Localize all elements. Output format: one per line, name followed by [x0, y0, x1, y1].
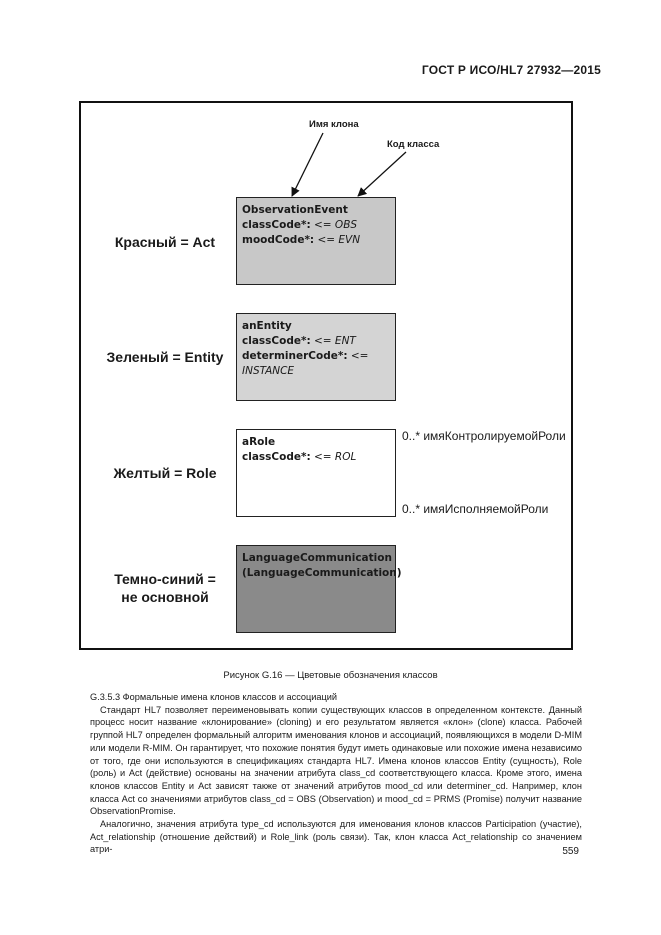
class-box-role: aRole classCode*: <= ROL [236, 429, 396, 517]
class-box-other: LanguageCommunication (LanguageCommunica… [236, 545, 402, 633]
figure-caption: Рисунок G.16 — Цветовые обозначения клас… [223, 670, 438, 681]
class-attribute: classCode*: <= ENT [242, 335, 356, 347]
class-attribute: classCode*: <= OBS [242, 219, 358, 231]
class-name-line2: (LanguageCommunication) [242, 567, 402, 579]
class-name: ObservationEvent [242, 204, 348, 216]
legend-role: Желтый = Role [113, 465, 217, 481]
class-name: LanguageCommunication [242, 552, 392, 564]
class-name: aRole [242, 436, 276, 448]
legend-entity: Зеленый = Entity [106, 349, 224, 365]
paragraph: Аналогично, значения атрибута type_cd ис… [90, 819, 582, 855]
document-header: ГОСТ Р ИСО/HL7 27932—2015 [421, 63, 601, 77]
legend-other-line2: не основной [121, 589, 209, 605]
legend-act: Красный = Act [114, 234, 216, 250]
class-code-arrow [357, 151, 407, 197]
legend-other: Темно-синий = не основной [95, 570, 235, 606]
class-attribute: moodCode*: <= EVN [242, 234, 361, 246]
player-role-label: 0..* имяИсполняемойРоли [402, 502, 549, 516]
paragraph: Стандарт HL7 позволяет переименовывать к… [90, 704, 582, 817]
class-box-entity: anEntity classCode*: <= ENT determinerCo… [236, 313, 396, 401]
scoped-role-label: 0..* имяКонтролируемойРоли [402, 429, 566, 443]
class-box-act: ObservationEvent classCode*: <= OBS mood… [236, 197, 396, 285]
body-text: G.3.5.3 Формальные имена клонов классов … [90, 691, 582, 856]
legend-other-line1: Темно-синий = [114, 571, 216, 587]
section-subheading: G.3.5.3 Формальные имена клонов классов … [90, 692, 338, 702]
figure-frame [79, 101, 573, 650]
annotation-clone-name: Имя клона [309, 119, 359, 130]
class-attribute: classCode*: <= ROL [242, 451, 357, 463]
clone-name-arrow [291, 132, 324, 197]
page-number: 559 [562, 846, 579, 857]
annotation-class-code: Код класса [387, 139, 440, 150]
class-attribute-continuation: INSTANCE [242, 365, 295, 377]
class-attribute: determinerCode*: <= [242, 350, 369, 362]
class-name: anEntity [242, 320, 292, 332]
